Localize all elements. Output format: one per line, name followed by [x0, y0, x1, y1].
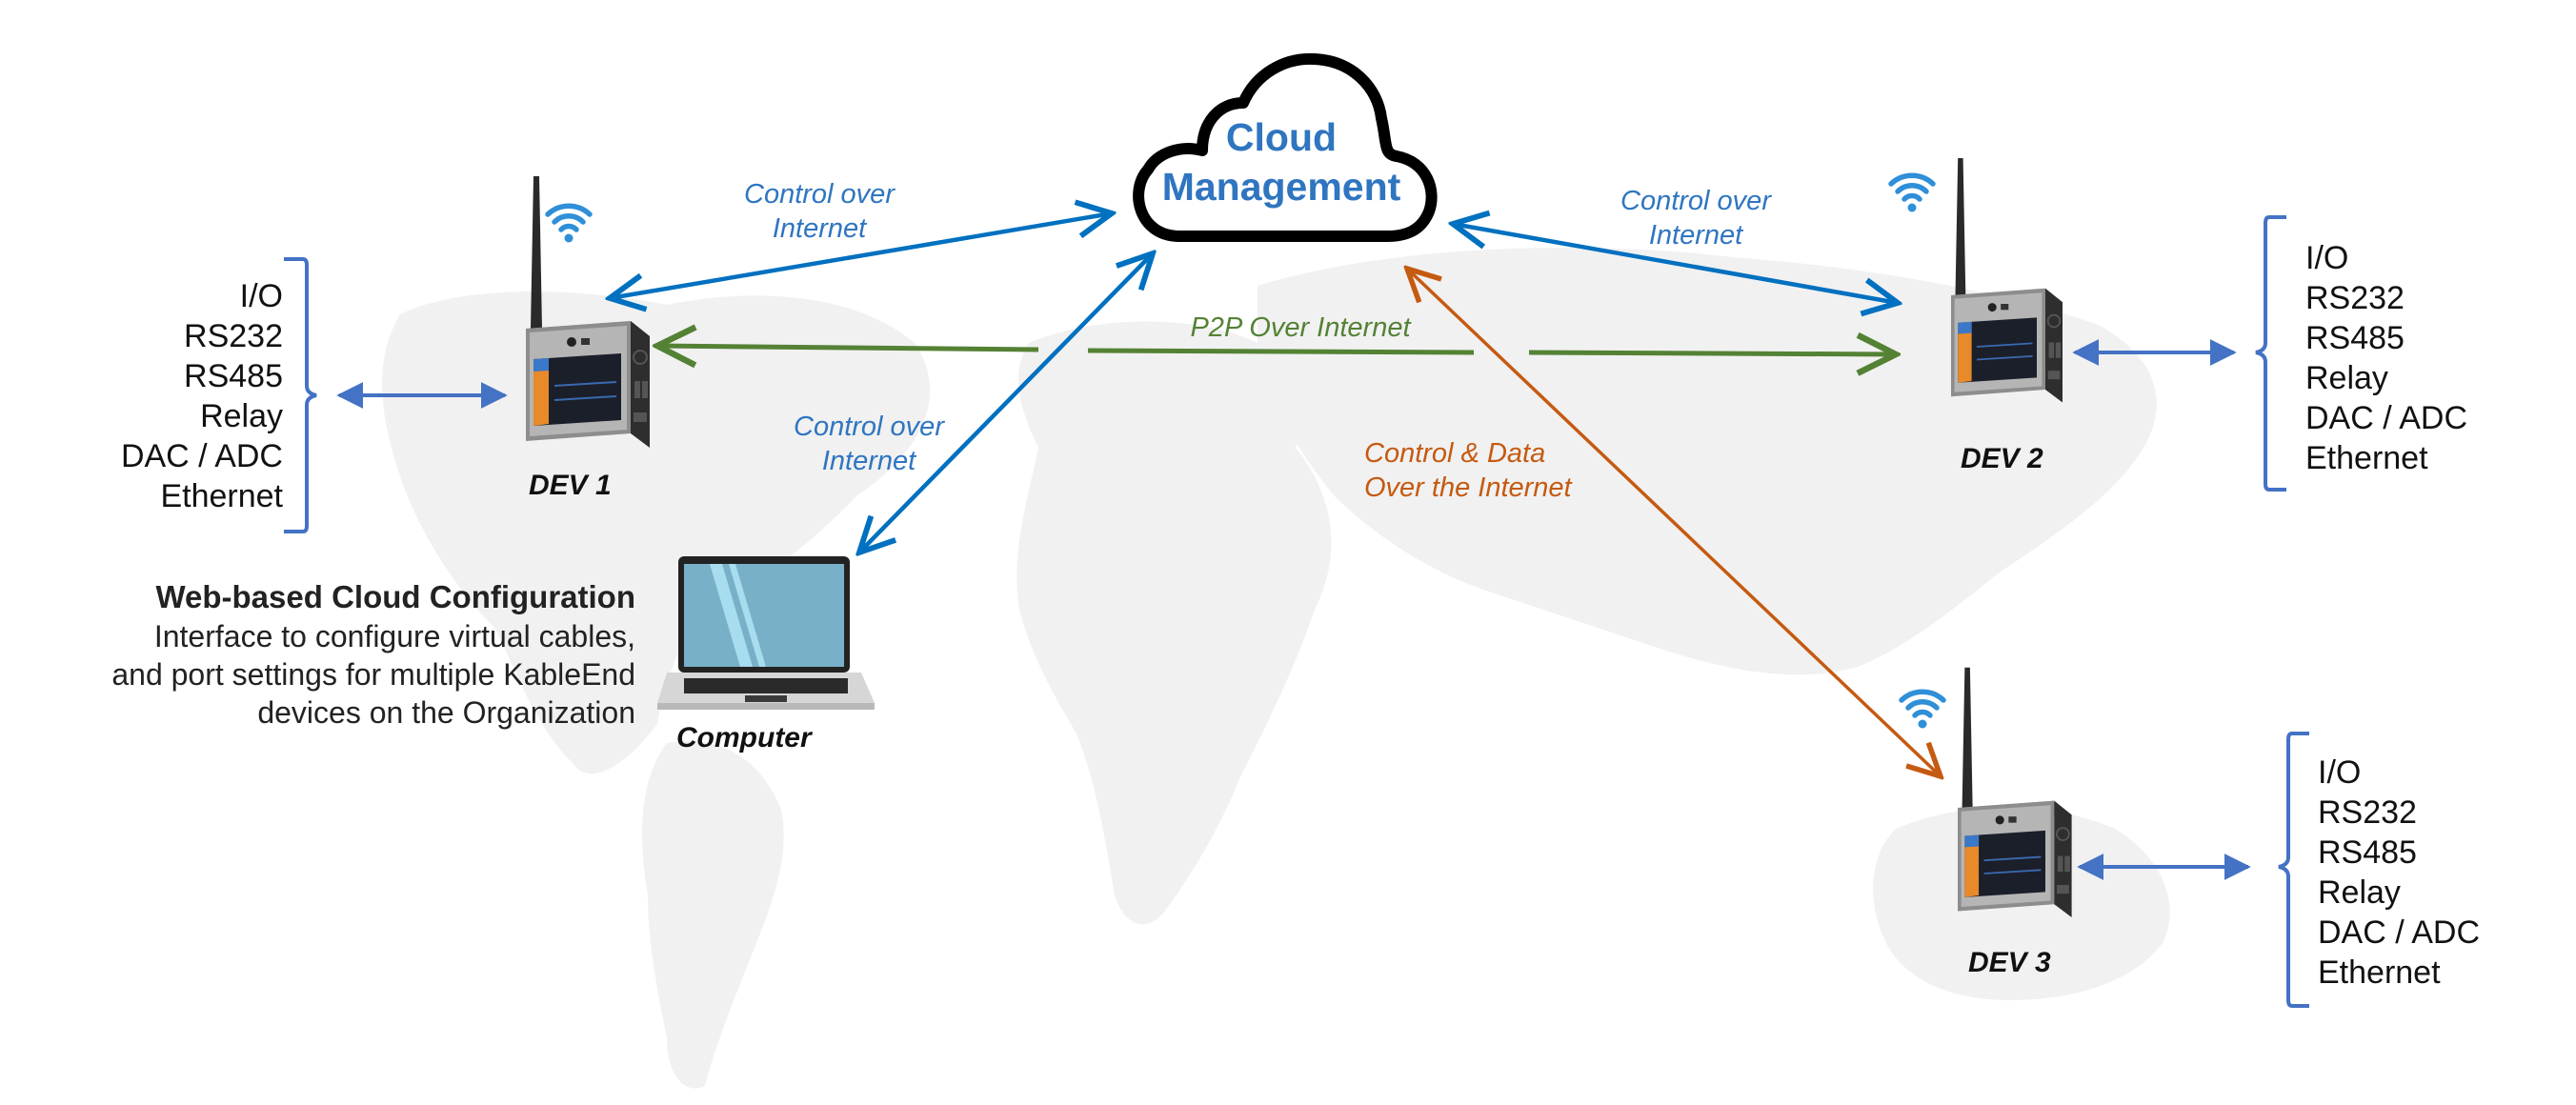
label-cloud-dev3: Control & Data Over the Internet [1364, 436, 1572, 505]
port-item: I/O [2305, 240, 2349, 276]
laptop-screen [684, 564, 844, 667]
port-list-dev1: I/O RS232 RS485 Relay DAC / ADC Ethernet [121, 276, 283, 516]
bracket-dev1-ports [284, 257, 317, 533]
label-line: P2P Over Internet [1190, 312, 1411, 343]
port-list-dev2: I/O RS232 RS485 Relay DAC / ADC Ethernet [2305, 238, 2467, 478]
device-label-dev1: DEV 1 [529, 470, 612, 501]
computer-laptop[interactable] [657, 556, 875, 710]
label-line: Control over [794, 412, 944, 442]
label-line: Control over [1620, 186, 1771, 216]
port-item: RS485 [184, 358, 283, 394]
port-item: Relay [2305, 360, 2388, 396]
label-line: Internet [821, 446, 916, 476]
port-item: RS485 [2318, 834, 2417, 871]
port-item: Relay [2318, 874, 2401, 911]
arrow-cloud-dev3 [1407, 269, 1941, 776]
laptop-touchpad [745, 695, 787, 702]
wifi-icon [548, 206, 590, 242]
config-line: and port settings for multiple KableEnd [111, 657, 635, 692]
kableend-device-icon [1950, 157, 2063, 404]
wifi-icon [1902, 692, 1943, 728]
label-line: Internet [1648, 220, 1743, 251]
label-dev1-cloud: Control over Internet [710, 177, 929, 246]
port-item: DAC / ADC [2318, 914, 2481, 951]
device-dev2[interactable] [1950, 157, 2063, 404]
port-item: RS232 [184, 318, 283, 354]
cloud-title-line2: Management [1161, 165, 1401, 209]
port-item: Ethernet [2318, 954, 2441, 991]
label-line: Internet [772, 213, 867, 244]
device-dev3[interactable] [1957, 666, 2073, 918]
arrow-computer-cloud [859, 253, 1153, 552]
computer-label: Computer [676, 722, 812, 753]
map-north-america [382, 291, 931, 774]
label-cloud-dev2: Control over Internet [1586, 184, 1805, 252]
world-map-background [382, 248, 2170, 1089]
port-item: RS232 [2305, 280, 2405, 316]
port-item: I/O [239, 278, 283, 314]
bracket-dev3-ports [2278, 732, 2309, 1008]
port-item: I/O [2318, 754, 2362, 791]
port-item: Ethernet [2305, 440, 2428, 476]
label-line: Over the Internet [1364, 472, 1572, 503]
port-list-dev3: I/O RS232 RS485 Relay DAC / ADC Ethernet [2318, 753, 2480, 993]
label-computer-cloud: Control over Internet [759, 410, 978, 478]
config-heading: Web-based Cloud Configuration [155, 579, 635, 614]
cloud-configuration-description: Web-based Cloud Configuration Interface … [111, 577, 635, 732]
label-line: Control & Data [1364, 438, 1546, 469]
kableend-device-icon [1957, 666, 2073, 918]
arrow-p2p-right-segment [1528, 352, 1896, 354]
label-p2p: P2P Over Internet [1157, 311, 1443, 345]
cloud-title: Cloud Management [1134, 112, 1429, 211]
wifi-icon [1891, 175, 1933, 211]
port-item: RS485 [2305, 320, 2405, 356]
cloud-title-line1: Cloud [1225, 115, 1338, 159]
laptop-keyboard [684, 678, 848, 693]
port-item: DAC / ADC [120, 438, 283, 474]
config-line: Interface to configure virtual cables, [153, 619, 635, 653]
port-item: DAC / ADC [2305, 400, 2468, 436]
cloud-management-node[interactable] [1133, 52, 1438, 242]
arrow-p2p-middle-segment [1087, 348, 1475, 355]
port-item: Relay [200, 398, 283, 434]
arrow-p2p-left-segment [657, 346, 1039, 350]
device-label-dev3: DEV 3 [1968, 947, 2051, 978]
device-label-dev2: DEV 2 [1961, 443, 2043, 474]
port-item: RS232 [2318, 794, 2417, 831]
config-line: devices on the Organization [257, 695, 635, 730]
map-south-america [642, 741, 784, 1089]
cloud-icon [1133, 52, 1438, 242]
port-item: Ethernet [160, 478, 283, 514]
label-line: Control over [744, 179, 895, 210]
bracket-dev2-ports [2255, 215, 2286, 492]
